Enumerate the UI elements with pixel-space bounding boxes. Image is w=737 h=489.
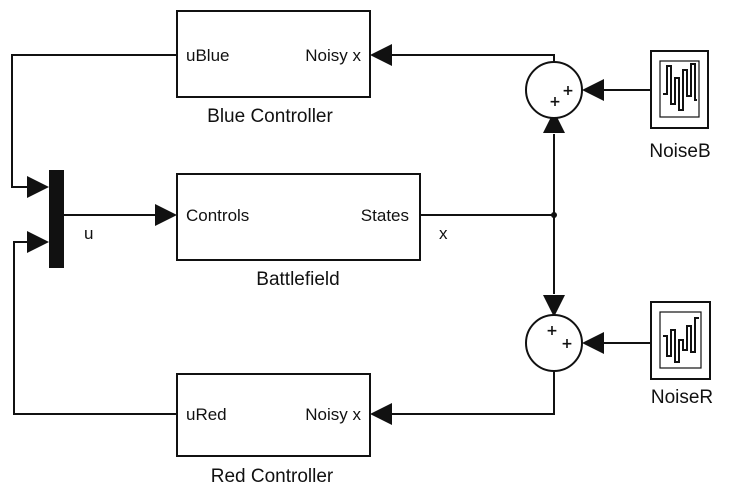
battlefield-input-port: Controls: [186, 206, 249, 225]
blue-controller-block[interactable]: uBlue Noisy x: [176, 10, 371, 98]
wire-blue-sum-to-controller: [392, 54, 555, 70]
blue-controller-box: [176, 10, 371, 98]
blue-sum-sign-right: +: [562, 83, 574, 99]
red-sum-circle: [525, 314, 583, 372]
battlefield-output-port: States: [361, 206, 409, 225]
red-sum-block[interactable]: + +: [525, 314, 583, 372]
battlefield-block[interactable]: Controls States: [176, 173, 421, 261]
battlefield-caption: Battlefield: [256, 269, 339, 290]
red-controller-block[interactable]: uRed Noisy x: [176, 373, 371, 457]
arrow-blue-sum-bottom: [543, 111, 565, 133]
blue-controller-input-port: uBlue: [186, 46, 229, 65]
wire-ured-to-mux: [13, 241, 177, 415]
red-controller-caption: Red Controller: [211, 466, 334, 487]
blue-controller-caption: Blue Controller: [207, 106, 333, 127]
arrow-red-controller-in: [370, 403, 392, 425]
arrow-battlefield-in: [155, 204, 177, 226]
blue-controller-output-port: Noisy x: [305, 46, 361, 65]
battlefield-box: [176, 173, 421, 261]
red-controller-input-port: uRed: [186, 405, 227, 424]
signal-u-label: u: [84, 224, 93, 243]
noiser-box: [650, 301, 711, 380]
arrow-red-sum-right: [582, 332, 604, 354]
arrow-blue-sum-right: [582, 79, 604, 101]
red-sum-sign-top: +: [546, 323, 558, 339]
noiseb-block[interactable]: [650, 50, 709, 129]
wire-red-sum-to-controller: [392, 366, 555, 415]
wire-ublue-to-mux: [11, 54, 177, 188]
red-controller-output-port: Noisy x: [305, 405, 361, 424]
mux-block[interactable]: [49, 170, 64, 268]
noiseb-scope-frame: [659, 60, 700, 118]
noiser-block[interactable]: [650, 301, 711, 380]
signal-x-label: x: [439, 224, 448, 243]
red-controller-box: [176, 373, 371, 457]
blue-sum-circle: [525, 61, 583, 119]
arrow-mux-top: [27, 176, 49, 198]
red-sum-sign-right: +: [561, 336, 573, 352]
noiser-caption: NoiseR: [651, 387, 713, 408]
noiser-waveform-icon: [663, 317, 699, 363]
noiseb-waveform-icon: [663, 63, 697, 111]
blue-sum-block[interactable]: + +: [525, 61, 583, 119]
arrow-red-sum-top: [543, 295, 565, 317]
noiseb-caption: NoiseB: [649, 141, 710, 162]
noiser-scope-frame: [659, 311, 702, 369]
arrow-blue-controller-in: [370, 44, 392, 66]
junction-dot: [551, 212, 557, 218]
arrow-mux-bottom: [27, 231, 49, 253]
blue-sum-sign-bottom: +: [549, 94, 561, 110]
